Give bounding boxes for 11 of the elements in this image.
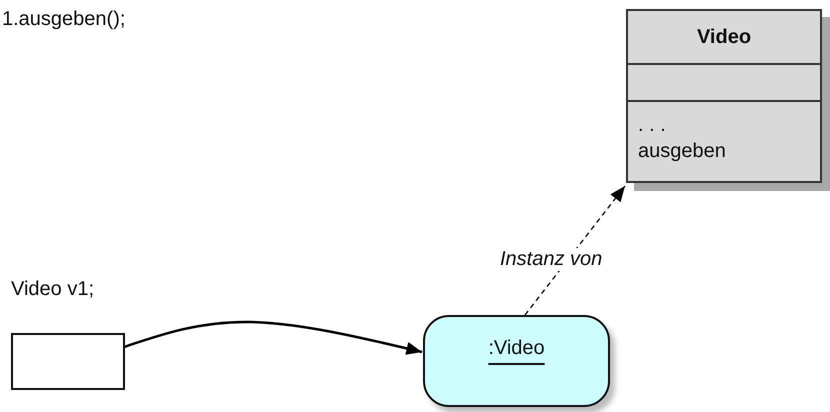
arrow bbox=[124, 320, 422, 355]
variable-declaration: Video v1; bbox=[11, 278, 94, 301]
variable-box bbox=[11, 333, 125, 390]
operation-text: . . . bbox=[638, 114, 666, 136]
class-box bbox=[626, 9, 822, 183]
code-text: 1.ausgeben(); bbox=[2, 8, 126, 31]
object-box bbox=[423, 315, 610, 407]
class-name: Video bbox=[696, 26, 752, 48]
object-name: :Video bbox=[488, 337, 545, 361]
operation-text: ausgeben bbox=[638, 140, 726, 162]
edge-label: Instanz von bbox=[498, 248, 604, 271]
